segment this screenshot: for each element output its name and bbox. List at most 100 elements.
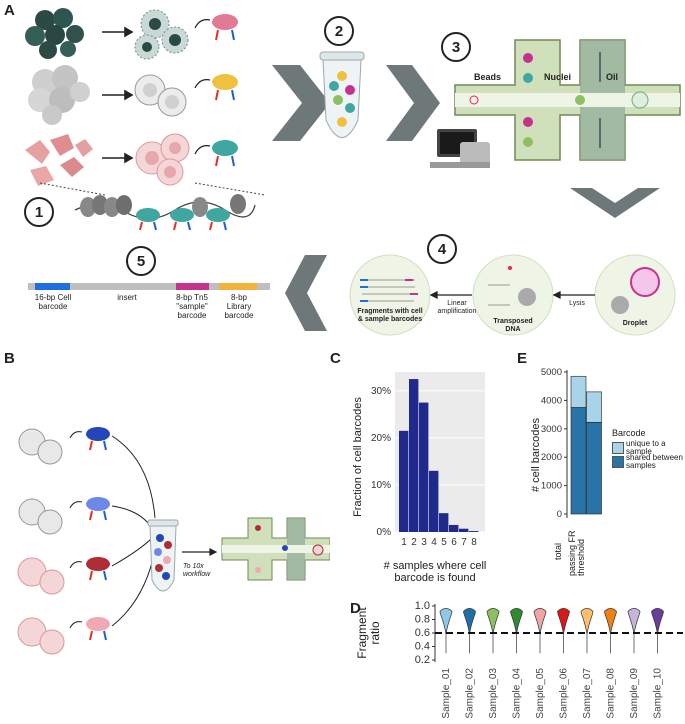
merge-arrow-icons (69, 431, 156, 629)
chart-c-xtick: 2 (411, 537, 417, 548)
chart-d-xtick: Sample_01 (441, 668, 452, 719)
microfluidic-chip-icon (454, 39, 681, 161)
sample-tube-icon (319, 51, 365, 138)
chart-d-ylabel: Fragment ratio (355, 607, 382, 659)
chart-d-xtick: Sample_08 (606, 668, 617, 719)
panel-label-e: E (517, 350, 528, 367)
chevron-left-icon (285, 255, 327, 331)
legend-unique-swatch (612, 442, 624, 454)
dark-cell-cluster-icon (25, 8, 84, 59)
tn5-light-blue-icon (86, 497, 110, 521)
chart-c-ytick: 10% (371, 480, 391, 491)
droplet-label: Droplet (622, 320, 648, 327)
chart-e-ytick: 3000 (541, 424, 562, 435)
chart-c-bar (409, 379, 419, 532)
chart-d-violin (604, 608, 617, 635)
chart-d-xtick: Sample_06 (559, 668, 570, 719)
chart-c-ytick: 30% (371, 386, 391, 397)
chart-d-violin (533, 608, 547, 635)
chart-d-xtick: Sample_04 (512, 668, 523, 719)
step-1-badge: 1 (24, 197, 54, 227)
chevron-right-icon-2 (386, 65, 440, 141)
chart-c-bar (469, 531, 479, 532)
chart-d-violin (651, 608, 664, 635)
chart-d-xtick: Sample_10 (653, 668, 664, 719)
chart-c-bar (449, 524, 459, 532)
chart-d-violin (627, 608, 641, 635)
workflow-arrow-icon (182, 548, 218, 556)
chart-c-ytick: 20% (371, 433, 391, 444)
chart-c-xtick: 7 (461, 537, 467, 548)
curved-arrow-icons (194, 19, 211, 155)
tn5-barcode-segment (176, 283, 209, 290)
legend-unique-label: unique to a sample (626, 439, 666, 456)
chart-e-bar-unique (570, 375, 587, 408)
droplet-circle-icon (594, 254, 676, 336)
chart-d-xtick: Sample_07 (582, 668, 593, 719)
chart-e-bar-shared (586, 421, 602, 515)
chart-d-xtick: Sample_02 (465, 668, 476, 719)
panel-label-b: B (4, 350, 15, 367)
chromatin-tagmentation-icon (39, 182, 266, 231)
grey-cell-cluster-icon (28, 65, 90, 125)
chart-c-bar (419, 402, 429, 532)
step-5-badge: 5 (126, 246, 156, 276)
computer-icon (430, 129, 490, 168)
panel-b-illustration (17, 427, 330, 655)
chart-c-xtick: 6 (451, 537, 457, 548)
chart-d-ytick: 1.0 (415, 600, 430, 612)
tn5-teal-icon (212, 140, 238, 167)
chart-c-bar (459, 528, 469, 532)
linear-amplification-label: Linear amplification (437, 300, 477, 315)
cell-barcode-segment (35, 283, 70, 290)
process-arrow-icons (102, 26, 134, 164)
chart-c-ytick: 0% (377, 527, 392, 538)
chart-d-violin (463, 608, 476, 635)
chart-c-xlabel: # samples where cell barcode is found (383, 560, 487, 584)
beads-label: Beads (474, 72, 502, 82)
chart-e-ylabel: # cell barcodes (530, 418, 542, 492)
grey-nuclei-pair-icon (18, 428, 63, 535)
chart-e-ytick: 4000 (541, 395, 562, 406)
oil-label: Oil (606, 72, 619, 82)
chart-e-legend-title: Barcode (612, 428, 646, 438)
chevron-right-icon (272, 65, 330, 141)
library-barcode-label: 8-bp Library barcode (224, 293, 254, 320)
legend-shared-swatch (612, 456, 624, 468)
chevron-down-icon (570, 188, 660, 218)
chart-c-xtick: 3 (421, 537, 427, 548)
tn5-dark-blue-icon (86, 427, 110, 451)
chart-d-xtick: Sample_09 (629, 668, 640, 719)
chart-c-xtick: 1 (401, 537, 407, 548)
lysis-label: Lysis (569, 300, 585, 307)
chart-d-violin (580, 608, 594, 635)
chart-c-xtick: 4 (431, 537, 437, 548)
tn5-pink-icon (212, 14, 238, 41)
grey-nuclei-icon (134, 74, 187, 117)
chart-c-xtick: 5 (441, 537, 447, 548)
cell-barcode-label: 16-bp Cell barcode (34, 293, 72, 311)
fragments-label: Fragments with cell & sample barcodes (357, 308, 423, 323)
nuclei-label: Nuclei (544, 72, 572, 82)
step-2-badge: 2 (324, 16, 354, 46)
chart-d-ytick: 0.6 (415, 627, 430, 639)
tn5-barcode-label: 8-bp Tn5 "sample" barcode (176, 293, 208, 320)
chart-e-ytick: 0 (557, 509, 562, 520)
insert-label: insert (117, 293, 137, 302)
chart-c-xtick: 8 (471, 537, 477, 548)
pink-cell-cluster-icon (25, 134, 93, 186)
multiplexed-tube-icon (147, 519, 179, 592)
pink-nuclei-icon (135, 133, 190, 186)
chart-d-ytick: 0.4 (415, 641, 430, 653)
chart-e-ytick: 1000 (541, 481, 562, 492)
workflow-label: To 10x workflow (183, 563, 211, 578)
transposed-dna-circle-icon (472, 254, 554, 336)
chart-d-violin (486, 608, 500, 635)
chart-d-xtick: Sample_03 (488, 668, 499, 719)
pink-nuclei-pair-icon (17, 557, 65, 655)
chart-e-ytick: 2000 (541, 452, 562, 463)
chart-c-bar (439, 513, 449, 532)
dark-nuclei-icon (134, 9, 189, 60)
chart-e-xtick-total: total (553, 542, 563, 560)
